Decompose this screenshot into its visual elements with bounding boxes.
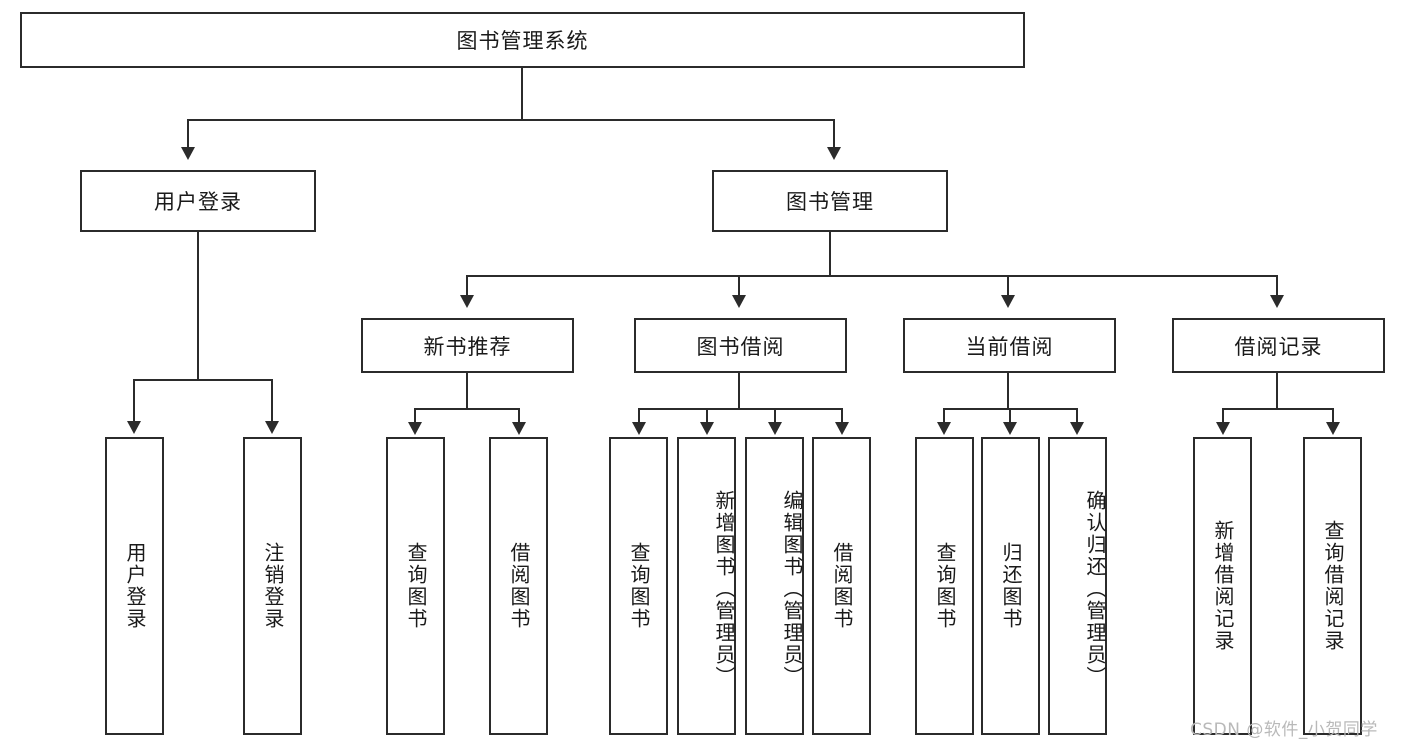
leaf-user-login[interactable]: 用户登录 bbox=[105, 437, 164, 735]
node-root-system[interactable]: 图书管理系统 bbox=[20, 12, 1025, 68]
edge-bb-to-leaf-4 bbox=[841, 408, 843, 424]
node-label: 当前借阅 bbox=[965, 334, 1054, 359]
edge-root-stem bbox=[521, 68, 523, 120]
node-label: 新增借阅记录 bbox=[1211, 520, 1235, 652]
arrowhead-leaf-borrow-book-1 bbox=[512, 422, 526, 435]
arrowhead-to-book-manage bbox=[827, 147, 841, 160]
node-borrow-record[interactable]: 借阅记录 bbox=[1172, 318, 1385, 373]
node-current-borrow[interactable]: 当前借阅 bbox=[903, 318, 1116, 373]
arrowhead-leaf-query-book-3 bbox=[937, 422, 951, 435]
leaf-query-book-2[interactable]: 查询图书 bbox=[609, 437, 668, 735]
arrowhead-leaf-confirm-return bbox=[1070, 422, 1084, 435]
arrowhead-leaf-user-login bbox=[127, 421, 141, 434]
arrowhead-current-borrow bbox=[1001, 295, 1015, 308]
edge-book-borrow-bus bbox=[638, 408, 842, 410]
edge-bm-to-borrow-record bbox=[1276, 275, 1278, 297]
edge-borrow-record-stem bbox=[1276, 373, 1278, 409]
arrowhead-leaf-query-record bbox=[1326, 422, 1340, 435]
leaf-edit-book[interactable]: 编辑图书（管理员） bbox=[745, 437, 804, 735]
edge-new-book-bus bbox=[414, 408, 518, 410]
edge-bb-to-leaf-3 bbox=[774, 408, 776, 424]
edge-book-manage-stem bbox=[829, 232, 831, 276]
arrowhead-leaf-borrow-book-2 bbox=[835, 422, 849, 435]
edge-root-to-book-manage bbox=[833, 119, 835, 149]
node-label: 借阅图书 bbox=[830, 542, 854, 630]
node-label: 图书管理 bbox=[786, 190, 874, 214]
node-label: 编辑图书（管理员） bbox=[780, 490, 804, 688]
node-label: 新书推荐 bbox=[423, 334, 512, 359]
node-book-borrow[interactable]: 图书借阅 bbox=[634, 318, 847, 373]
leaf-query-book-1[interactable]: 查询图书 bbox=[386, 437, 445, 735]
node-label: 确认归还（管理员） bbox=[1083, 490, 1107, 688]
node-label: 用户登录 bbox=[154, 190, 242, 214]
edge-root-bus bbox=[187, 119, 835, 121]
edge-bm-to-current-borrow bbox=[1007, 275, 1009, 297]
edge-new-book-stem bbox=[466, 373, 468, 409]
arrowhead-new-book-recommend bbox=[460, 295, 474, 308]
node-label: 查询图书 bbox=[933, 542, 957, 630]
arrowhead-leaf-query-book-1 bbox=[408, 422, 422, 435]
edge-br-to-leaf-2 bbox=[1332, 408, 1334, 424]
node-new-book-recommend[interactable]: 新书推荐 bbox=[361, 318, 574, 373]
edge-bm-to-book-borrow bbox=[738, 275, 740, 297]
edge-user-login-to-leaf-2 bbox=[271, 379, 273, 423]
leaf-confirm-return[interactable]: 确认归还（管理员） bbox=[1048, 437, 1107, 735]
edge-user-login-stem bbox=[197, 232, 199, 380]
edge-bb-to-leaf-2 bbox=[706, 408, 708, 424]
edge-br-to-leaf-1 bbox=[1222, 408, 1224, 424]
arrowhead-leaf-return-book bbox=[1003, 422, 1017, 435]
edge-bm-to-new-book bbox=[466, 275, 468, 297]
edge-user-login-bus bbox=[133, 379, 273, 381]
arrowhead-book-borrow bbox=[732, 295, 746, 308]
edge-root-to-user-login bbox=[187, 119, 189, 149]
edge-cb-to-leaf-1 bbox=[943, 408, 945, 424]
leaf-query-book-3[interactable]: 查询图书 bbox=[915, 437, 974, 735]
edge-new-book-to-leaf-2 bbox=[518, 408, 520, 424]
leaf-borrow-book-1[interactable]: 借阅图书 bbox=[489, 437, 548, 735]
arrowhead-borrow-record bbox=[1270, 295, 1284, 308]
edge-cb-to-leaf-3 bbox=[1076, 408, 1078, 424]
node-book-manage[interactable]: 图书管理 bbox=[712, 170, 948, 232]
edge-book-manage-bus bbox=[466, 275, 1278, 277]
arrowhead-leaf-add-record bbox=[1216, 422, 1230, 435]
edge-current-borrow-stem bbox=[1007, 373, 1009, 409]
node-label: 注销登录 bbox=[261, 542, 285, 630]
node-label: 图书借阅 bbox=[696, 334, 785, 359]
node-label: 查询借阅记录 bbox=[1321, 520, 1345, 652]
arrowhead-leaf-logout bbox=[265, 421, 279, 434]
edge-borrow-record-bus bbox=[1222, 408, 1332, 410]
leaf-logout[interactable]: 注销登录 bbox=[243, 437, 302, 735]
arrowhead-to-user-login bbox=[181, 147, 195, 160]
edge-cb-to-leaf-2 bbox=[1009, 408, 1011, 424]
node-label: 用户登录 bbox=[123, 542, 147, 630]
node-user-login[interactable]: 用户登录 bbox=[80, 170, 316, 232]
node-label: 图书管理系统 bbox=[456, 29, 589, 53]
arrowhead-leaf-add-book bbox=[700, 422, 714, 435]
leaf-query-record[interactable]: 查询借阅记录 bbox=[1303, 437, 1362, 735]
arrowhead-leaf-edit-book bbox=[768, 422, 782, 435]
node-label: 借阅记录 bbox=[1234, 334, 1323, 359]
leaf-add-record[interactable]: 新增借阅记录 bbox=[1193, 437, 1252, 735]
edge-new-book-to-leaf-1 bbox=[414, 408, 416, 424]
edge-user-login-to-leaf-1 bbox=[133, 379, 135, 423]
node-label: 查询图书 bbox=[627, 542, 651, 630]
edge-book-borrow-stem bbox=[738, 373, 740, 409]
leaf-add-book[interactable]: 新增图书（管理员） bbox=[677, 437, 736, 735]
edge-bb-to-leaf-1 bbox=[638, 408, 640, 424]
leaf-borrow-book-2[interactable]: 借阅图书 bbox=[812, 437, 871, 735]
node-label: 新增图书（管理员） bbox=[712, 490, 736, 688]
watermark-csdn: CSDN @软件_小贺同学 bbox=[1190, 715, 1378, 740]
node-label: 查询图书 bbox=[404, 542, 428, 630]
leaf-return-book[interactable]: 归还图书 bbox=[981, 437, 1040, 735]
arrowhead-leaf-query-book-2 bbox=[632, 422, 646, 435]
watermark-text: CSDN @软件_小贺同学 bbox=[1190, 720, 1378, 740]
node-label: 借阅图书 bbox=[507, 542, 531, 630]
node-label: 归还图书 bbox=[999, 542, 1023, 630]
